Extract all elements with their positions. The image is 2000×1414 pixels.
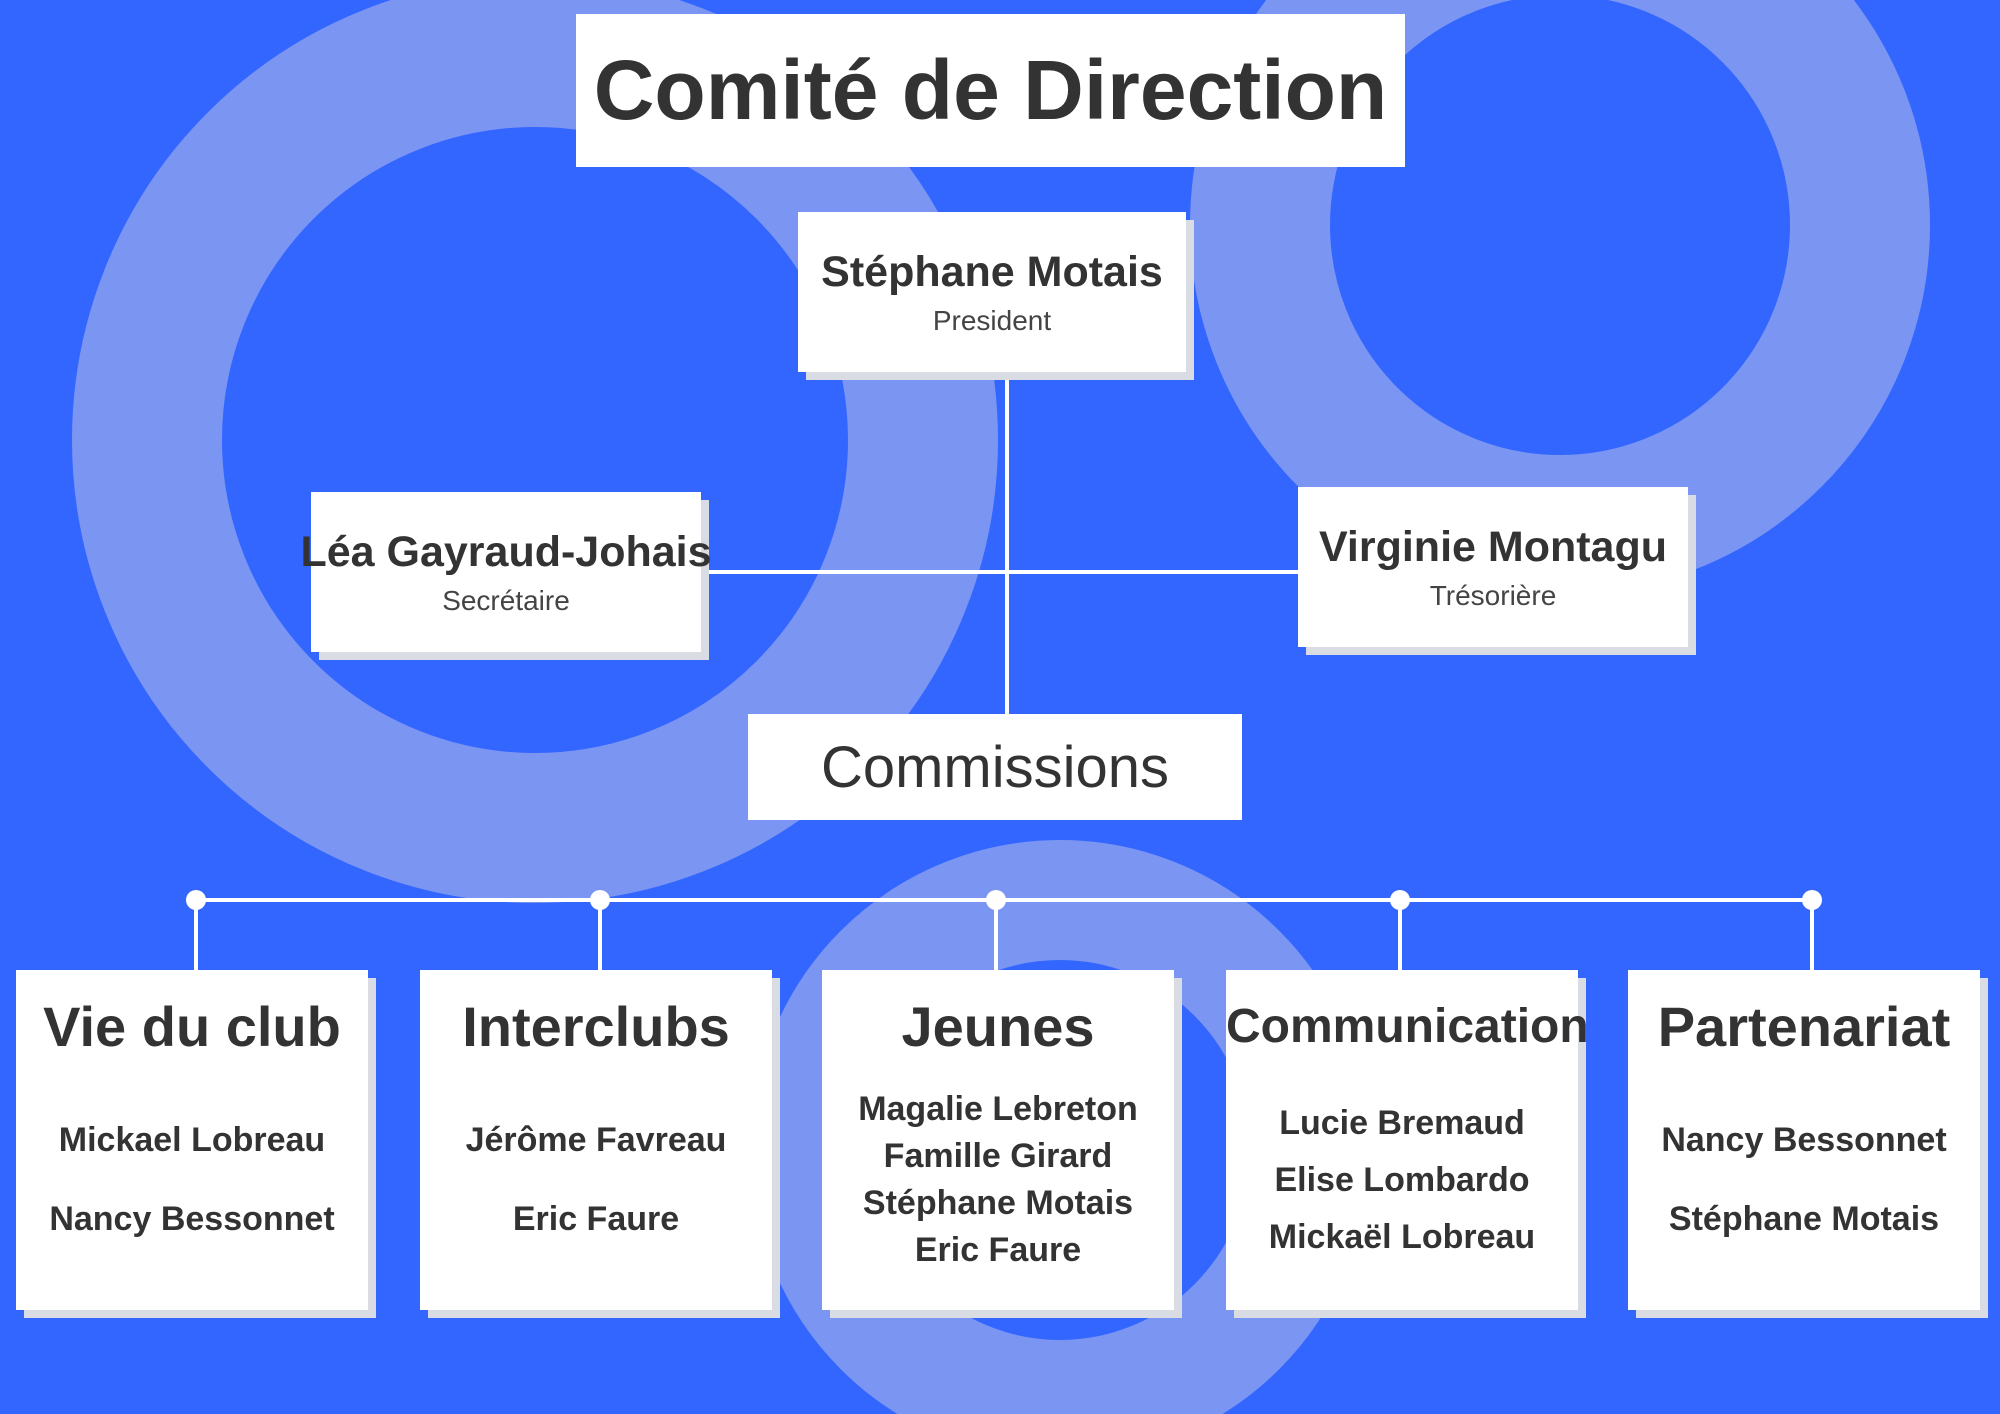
ring-left bbox=[72, 0, 998, 903]
commission-card-vie-du-club: Vie du club Mickael Lobreau Nancy Besson… bbox=[16, 970, 368, 1310]
president-name: Stéphane Motais bbox=[821, 247, 1163, 296]
commission-title: Partenariat bbox=[1657, 995, 1951, 1058]
commission-card-jeunes: Jeunes Magalie Lebreton Famille Girard S… bbox=[822, 970, 1174, 1310]
commission-member: Lucie Bremaud bbox=[1279, 1103, 1525, 1142]
commission-card-interclubs: Interclubs Jérôme Favreau Eric Faure bbox=[420, 970, 772, 1310]
secretary-role: Secrétaire bbox=[442, 584, 570, 616]
treasurer-name: Virginie Montagu bbox=[1319, 522, 1667, 571]
commission-members: Mickael Lobreau Nancy Bessonnet bbox=[16, 1070, 368, 1290]
page-title: Comité de Direction bbox=[593, 43, 1388, 137]
commission-card-communication: Communication Lucie Bremaud Elise Lombar… bbox=[1226, 970, 1589, 1310]
connector-dot-1 bbox=[590, 890, 610, 910]
commission-title: Communication bbox=[1226, 1000, 1589, 1053]
commission-members: Jérôme Favreau Eric Faure bbox=[420, 1070, 772, 1290]
commission-title: Jeunes bbox=[901, 995, 1095, 1058]
connector-dot-2 bbox=[986, 890, 1006, 910]
commission-member: Elise Lombardo bbox=[1274, 1160, 1530, 1199]
connector-dot-3 bbox=[1390, 890, 1410, 910]
treasurer-card: Virginie Montagu Trésorière bbox=[1298, 487, 1688, 647]
commission-title: Interclubs bbox=[462, 995, 730, 1058]
commission-member: Magalie Lebreton bbox=[858, 1090, 1138, 1128]
connector-dot-4 bbox=[1802, 890, 1822, 910]
connector-dot-0 bbox=[186, 890, 206, 910]
president-role: President bbox=[932, 304, 1052, 336]
commission-member: Nancy Bessonnet bbox=[1661, 1121, 1947, 1159]
treasurer-role: Trésorière bbox=[1429, 579, 1557, 611]
commission-member: Stéphane Motais bbox=[1668, 1200, 1940, 1238]
commission-member: Eric Faure bbox=[914, 1231, 1082, 1269]
commission-members: Lucie Bremaud Elise Lombardo Mickaël Lob… bbox=[1226, 1070, 1578, 1290]
commission-member: Mickael Lobreau bbox=[58, 1121, 326, 1159]
commission-title: Vie du club bbox=[43, 995, 341, 1058]
commission-member: Famille Girard bbox=[883, 1137, 1113, 1175]
secretary-card: Léa Gayraud-Johais Secrétaire bbox=[300, 492, 712, 652]
commission-member: Jérôme Favreau bbox=[465, 1121, 727, 1159]
commission-member: Stéphane Motais bbox=[862, 1184, 1134, 1222]
secretary-name: Léa Gayraud-Johais bbox=[300, 527, 712, 576]
commission-members: Nancy Bessonnet Stéphane Motais bbox=[1628, 1070, 1980, 1290]
commission-member: Eric Faure bbox=[512, 1200, 680, 1238]
commissions-header: Commissions bbox=[748, 714, 1242, 820]
commissions-label: Commissions bbox=[820, 734, 1170, 800]
commission-card-partenariat: Partenariat Nancy Bessonnet Stéphane Mot… bbox=[1628, 970, 1980, 1310]
commission-members: Magalie Lebreton Famille Girard Stéphane… bbox=[822, 1070, 1174, 1290]
commission-member: Mickaël Lobreau bbox=[1268, 1217, 1536, 1256]
president-card: Stéphane Motais President bbox=[798, 212, 1186, 372]
title-box: Comité de Direction bbox=[576, 14, 1405, 167]
commission-member: Nancy Bessonnet bbox=[49, 1200, 335, 1238]
